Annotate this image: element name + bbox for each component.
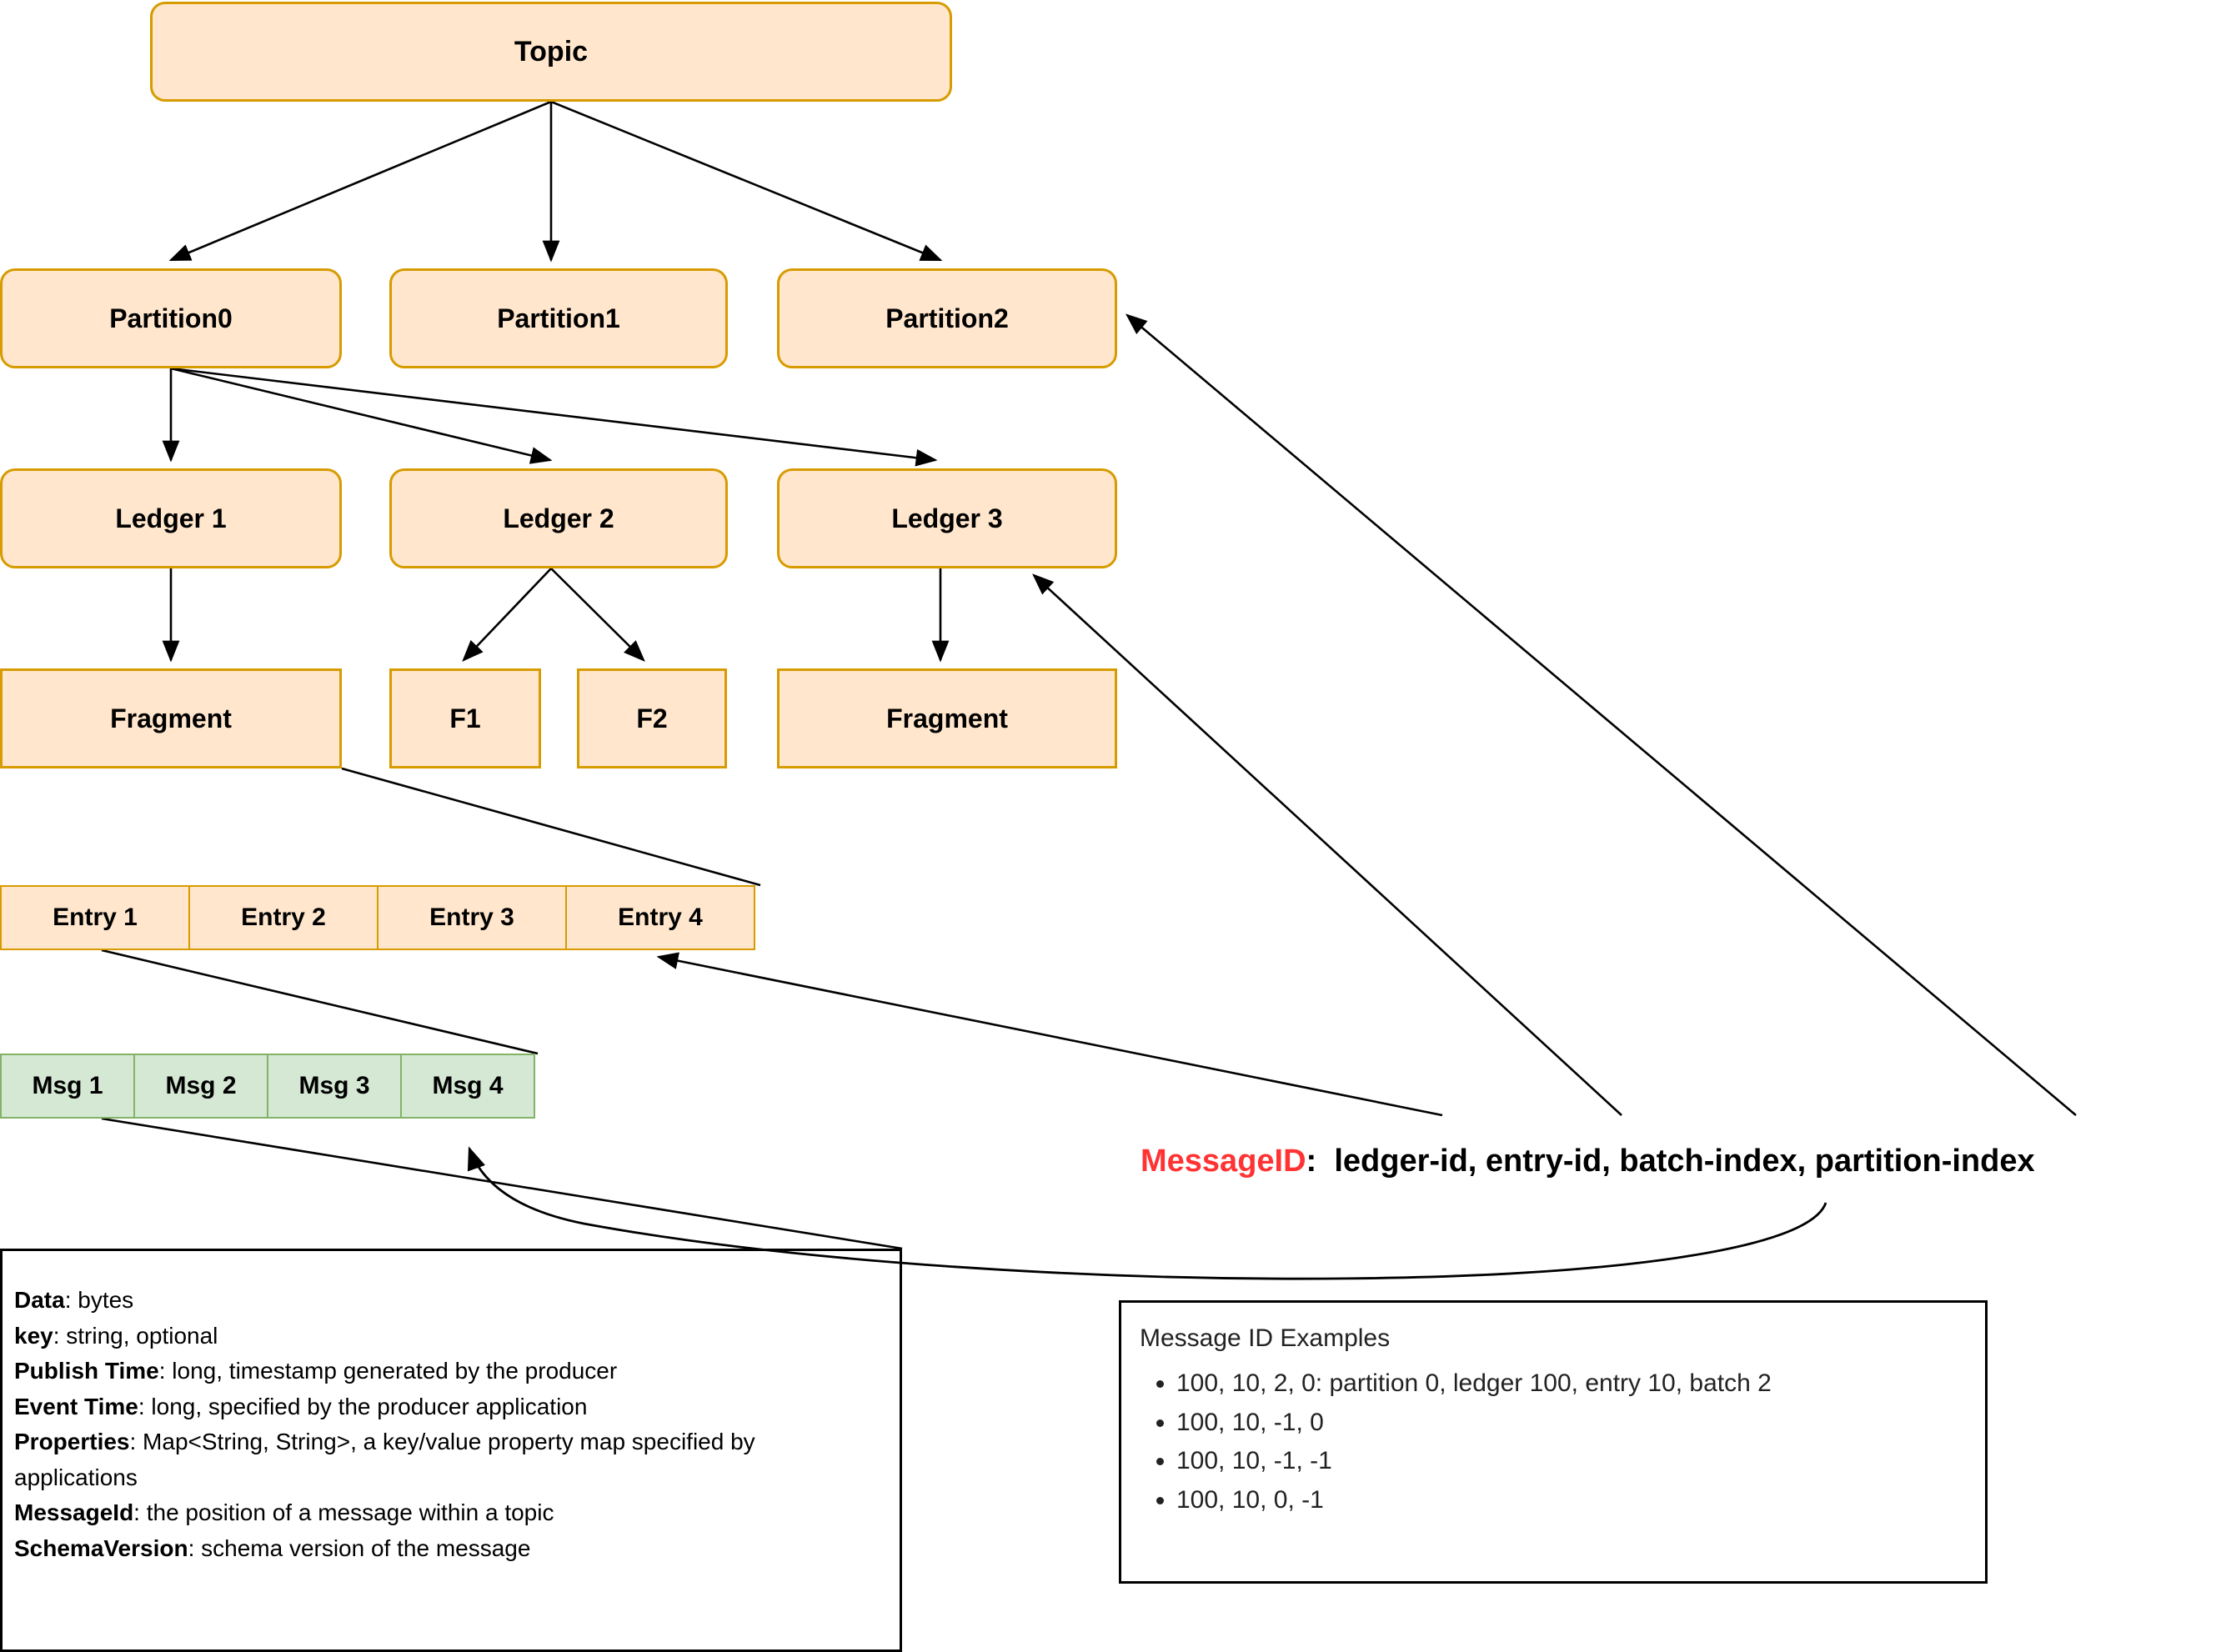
- edge-topic-partition2: [550, 100, 943, 262]
- edge-ledger2-f2: [550, 568, 645, 662]
- message-field-desc: : Map<String, String>, a key/value prope…: [129, 1429, 755, 1455]
- messageid-keyword: MessageID: [1141, 1144, 1306, 1179]
- entry-label-1: Entry 1: [53, 904, 138, 931]
- leader-msg1-to-infobox: [101, 1117, 903, 1250]
- partition-node-0[interactable]: Partition0: [0, 268, 342, 368]
- example-item: 100, 10, 0, -1: [1176, 1481, 1967, 1520]
- partition-label-0: Partition0: [109, 303, 233, 333]
- message-field-row: Publish Time: long, timestamp generated …: [14, 1354, 888, 1389]
- ledger-node-1[interactable]: Ledger 1: [0, 468, 342, 568]
- topic-node[interactable]: Topic: [150, 2, 952, 102]
- entry-cell-2[interactable]: Entry 2: [188, 885, 379, 950]
- fragment-node-2[interactable]: Fragment: [777, 668, 1117, 768]
- message-field-name: MessageId: [14, 1499, 134, 1526]
- fragment-node-f2[interactable]: F2: [577, 668, 727, 768]
- entry-label-3: Entry 3: [429, 904, 514, 931]
- message-field-row: Event Time: long, specified by the produ…: [14, 1389, 888, 1425]
- edge-topic-partition0: [168, 100, 552, 262]
- message-field-name: Event Time: [14, 1393, 138, 1419]
- example-item: 100, 10, -1, -1: [1176, 1442, 1967, 1481]
- fragment-label-2: Fragment: [886, 703, 1008, 733]
- ledger-label-1: Ledger 1: [115, 503, 227, 533]
- edge-messageid-partition2: [1126, 313, 2077, 1116]
- message-id-examples-box: Message ID Examples 100, 10, 2, 0: parti…: [1119, 1300, 1988, 1584]
- partition-node-2[interactable]: Partition2: [777, 268, 1117, 368]
- message-cell-1[interactable]: Msg 1: [0, 1054, 135, 1119]
- topic-label: Topic: [514, 35, 589, 68]
- examples-title: Message ID Examples: [1140, 1324, 1391, 1352]
- message-field-row: SchemaVersion: schema version of the mes…: [14, 1531, 888, 1567]
- partition-label-1: Partition1: [497, 303, 620, 333]
- message-field-desc: applications: [14, 1464, 138, 1490]
- edge-messageid-ledger3: [1032, 573, 1622, 1116]
- leader-entry1-to-messages: [101, 949, 539, 1055]
- edge-ledger2-f1: [462, 568, 552, 662]
- message-field-row: MessageId: the position of a message wit…: [14, 1495, 888, 1531]
- example-item: 100, 10, -1, 0: [1176, 1404, 1967, 1443]
- partition-node-1[interactable]: Partition1: [389, 268, 728, 368]
- message-field-name: Data: [14, 1287, 65, 1313]
- message-cell-3[interactable]: Msg 3: [267, 1054, 402, 1119]
- message-field-desc: : bytes: [64, 1287, 134, 1313]
- message-fields-box: Data: bytes key: string, optional Publis…: [0, 1249, 902, 1652]
- message-field-row: key: string, optional: [14, 1319, 888, 1354]
- entry-cell-4[interactable]: Entry 4: [565, 885, 755, 950]
- message-row: Msg 1 Msg 2 Msg 3 Msg 4: [0, 1054, 535, 1119]
- edge-messageid-entry4: [656, 952, 1443, 1117]
- message-field-desc: : long, specified by the producer applic…: [138, 1393, 588, 1419]
- fragment-label-f1: F1: [449, 703, 481, 733]
- message-field-desc: : schema version of the message: [188, 1534, 531, 1561]
- message-label-4: Msg 4: [432, 1072, 504, 1099]
- fragment-node-f1[interactable]: F1: [389, 668, 541, 768]
- fragment-node-1[interactable]: Fragment: [0, 668, 342, 768]
- message-field-desc: : long, timestamp generated by the produ…: [158, 1358, 618, 1384]
- message-label-3: Msg 3: [298, 1072, 370, 1099]
- message-field-row: Data: bytes: [14, 1283, 888, 1319]
- messageid-fields: ledger-id, entry-id, batch-index, partit…: [1334, 1144, 2035, 1179]
- message-field-row: applications: [14, 1460, 888, 1496]
- examples-list: 100, 10, 2, 0: partition 0, ledger 100, …: [1140, 1364, 1967, 1519]
- edge-partition0-ledger3: [170, 367, 938, 467]
- message-field-desc: : the position of a message within a top…: [133, 1499, 554, 1526]
- example-item: 100, 10, 2, 0: partition 0, ledger 100, …: [1176, 1364, 1967, 1404]
- entry-cell-3[interactable]: Entry 3: [377, 885, 567, 950]
- ledger-node-2[interactable]: Ledger 2: [389, 468, 728, 568]
- message-field-desc: : string, optional: [53, 1322, 218, 1349]
- entry-label-2: Entry 2: [241, 904, 326, 931]
- message-field-row: Properties: Map<String, String>, a key/v…: [14, 1424, 888, 1460]
- entry-row: Entry 1 Entry 2 Entry 3 Entry 4: [0, 885, 755, 950]
- ledger-label-2: Ledger 2: [503, 503, 614, 533]
- message-field-name: SchemaVersion: [14, 1534, 188, 1561]
- fragment-label-f2: F2: [636, 703, 668, 733]
- leader-fragment-to-entries: [341, 767, 761, 887]
- entry-cell-1[interactable]: Entry 1: [0, 885, 190, 950]
- fragment-label-1: Fragment: [110, 703, 232, 733]
- messageid-separator: :: [1306, 1144, 1317, 1179]
- message-cell-4[interactable]: Msg 4: [400, 1054, 535, 1119]
- message-label-2: Msg 2: [165, 1072, 237, 1099]
- message-field-name: key: [14, 1322, 53, 1349]
- message-label-1: Msg 1: [32, 1072, 103, 1099]
- ledger-label-3: Ledger 3: [891, 503, 1003, 533]
- message-field-name: Properties: [14, 1429, 130, 1455]
- ledger-node-3[interactable]: Ledger 3: [777, 468, 1117, 568]
- partition-label-2: Partition2: [885, 303, 1009, 333]
- edge-partition0-ledger2: [170, 367, 553, 464]
- entry-label-4: Entry 4: [618, 904, 703, 931]
- message-field-name: Publish Time: [14, 1358, 159, 1384]
- messageid-annotation: MessageID: ledger-id, entry-id, batch-in…: [1141, 1144, 2035, 1179]
- message-cell-2[interactable]: Msg 2: [133, 1054, 268, 1119]
